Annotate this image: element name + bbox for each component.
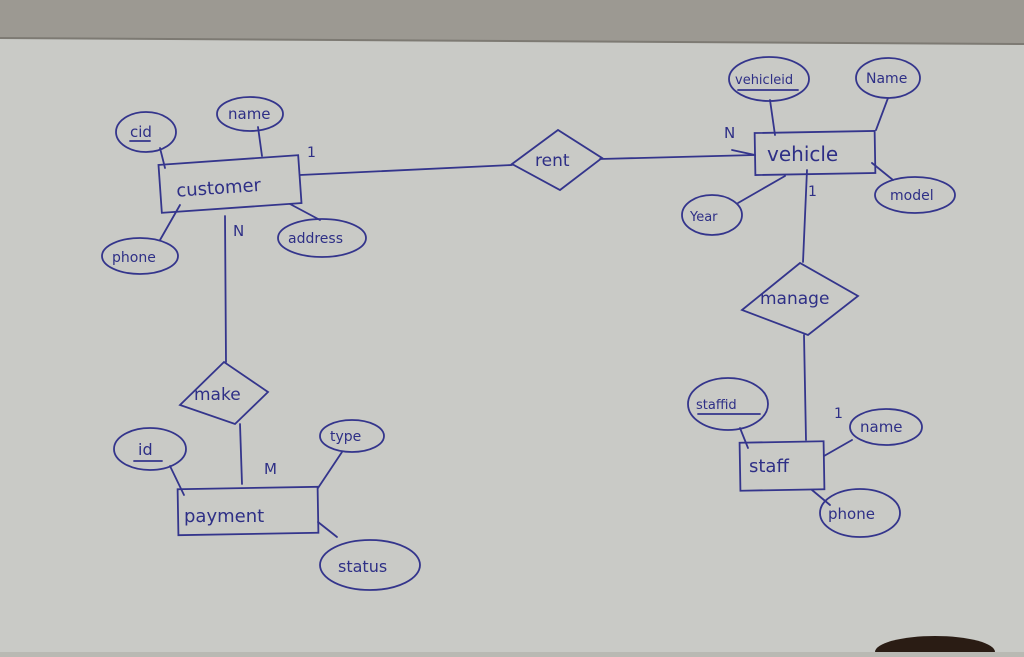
line-phone <box>159 204 181 241</box>
entity-vehicle-label: vehicle <box>767 142 838 166</box>
cardinality-labels: 1 N N M 1 1 <box>233 124 843 478</box>
attribute-status-label: status <box>338 557 387 576</box>
line-customer-make <box>224 215 227 363</box>
cardinality-staff-manage: 1 <box>834 406 843 422</box>
attribute-model: model <box>874 176 956 214</box>
cardinality-payment-make: M <box>264 460 277 478</box>
line-vehicle-stub <box>731 149 756 156</box>
attribute-type-label: type <box>330 429 361 445</box>
cardinality-customer-rent: 1 <box>307 145 316 161</box>
attribute-status: status <box>319 539 421 591</box>
line-vehicle-manage <box>802 169 808 263</box>
line-customer-name <box>257 126 263 157</box>
entity-staff-label: staff <box>749 456 789 477</box>
cardinality-vehicle-rent: N <box>724 124 735 142</box>
attribute-staff-name: name <box>849 408 923 446</box>
attribute-vehicleid: vehicleid <box>728 56 810 102</box>
paper-edge <box>0 37 1024 45</box>
entity-payment: payment <box>176 485 320 537</box>
attribute-customer-name: name <box>216 96 284 132</box>
line-rent-vehicle <box>599 154 756 160</box>
line-staff-name <box>823 439 853 457</box>
relationship-make: make <box>178 360 270 426</box>
relationship-manage-label: manage <box>760 289 829 309</box>
line-status <box>317 521 338 538</box>
line-vehicleid <box>769 99 776 136</box>
attribute-customer-phone: phone <box>101 237 179 275</box>
entity-vehicle: vehicle <box>753 130 877 176</box>
entity-customer: customer <box>157 154 303 214</box>
attribute-year-label: Year <box>689 210 718 225</box>
attribute-year: Year <box>681 194 743 236</box>
cardinality-customer-make: N <box>233 222 244 240</box>
attribute-staffid-label: staffid <box>696 398 737 413</box>
attribute-cid-label: cid <box>130 123 152 141</box>
attribute-payment-id-label: id <box>138 440 153 459</box>
attribute-staff-phone-label: phone <box>828 505 875 523</box>
line-make-payment <box>239 423 243 485</box>
attribute-customer-phone-label: phone <box>112 250 156 266</box>
attribute-staff-name-label: name <box>860 418 903 436</box>
cardinality-vehicle-manage: 1 <box>808 184 817 200</box>
entity-staff: staff <box>738 440 826 492</box>
line-payment-id <box>169 465 185 496</box>
relationship-make-label: make <box>194 385 241 405</box>
line-year <box>737 175 786 204</box>
relationship-rent-label: rent <box>535 151 570 171</box>
line-vehicle-name <box>875 97 889 131</box>
attribute-staffid: staffid <box>687 377 769 431</box>
line-customer-rent <box>299 164 513 176</box>
attribute-vehicle-name-label: Name <box>866 71 907 87</box>
line-address <box>289 203 321 221</box>
relationship-rent: rent <box>510 128 604 192</box>
paper-sheet <box>0 38 1024 652</box>
line-staffid <box>739 427 749 449</box>
attribute-address: address <box>277 218 367 258</box>
attribute-staff-phone: phone <box>819 488 901 538</box>
line-manage-staff <box>803 334 807 441</box>
attribute-vehicleid-label: vehicleid <box>735 73 793 88</box>
attribute-vehicle-name: Name <box>855 57 921 99</box>
attribute-customer-name-label: name <box>228 105 271 123</box>
relationship-manage: manage <box>740 261 860 337</box>
attribute-address-label: address <box>288 231 343 247</box>
attribute-payment-id: id <box>113 427 187 471</box>
entity-payment-label: payment <box>184 506 264 527</box>
attribute-model-label: model <box>890 188 934 204</box>
line-type <box>317 451 343 489</box>
connector-lines <box>159 97 894 538</box>
line-staff-phone <box>811 489 831 506</box>
attribute-cid: cid <box>115 111 177 153</box>
attribute-type: type <box>319 419 385 453</box>
